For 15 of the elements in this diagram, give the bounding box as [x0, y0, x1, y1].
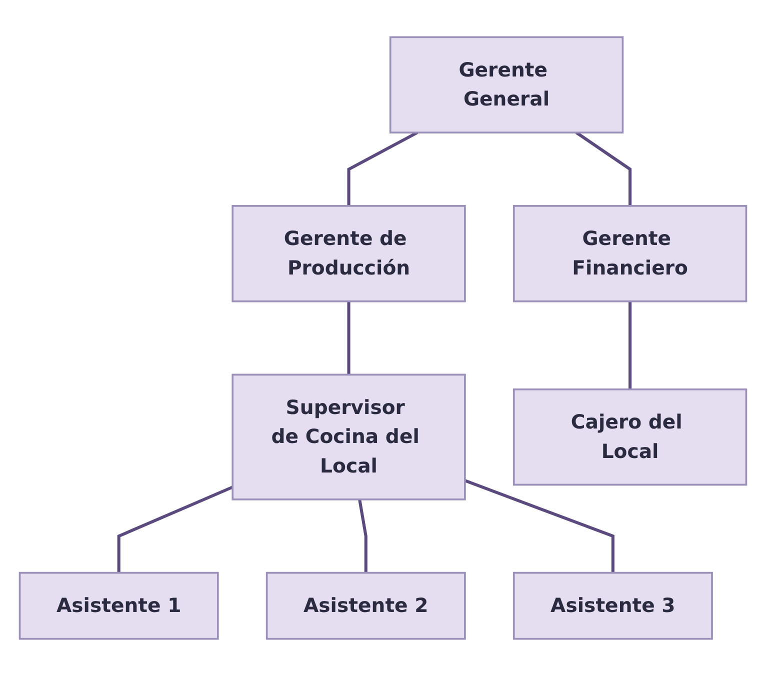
connector: [347, 131, 418, 206]
connector: [464, 479, 614, 573]
connector: [117, 486, 234, 573]
node-box: Gerente de Producción: [232, 205, 466, 302]
connector: [628, 301, 632, 390]
node-box: Asistente 2: [266, 572, 466, 640]
connector: [347, 301, 350, 375]
connector: [575, 131, 632, 206]
node-box: Gerente Financiero: [512, 205, 748, 302]
node-box: Asistente 1: [18, 572, 219, 640]
node-box: Asistente 3: [512, 572, 713, 640]
node-box: Cajero del Local: [512, 388, 748, 486]
node-box: Gerente General: [389, 36, 624, 134]
node-box: Supervisor de Cocina del Local: [232, 374, 466, 500]
connector: [358, 499, 368, 573]
